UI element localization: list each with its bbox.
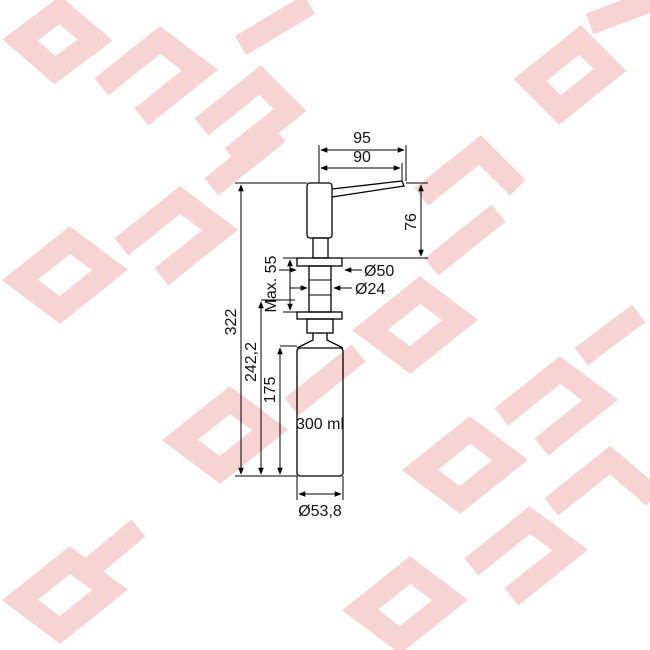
label-spout-height: 76 [403, 213, 420, 231]
label-bottle-diameter: Ø53,8 [298, 503, 342, 520]
nut [306, 318, 334, 334]
pump-neck [312, 237, 329, 259]
upper-flange [296, 257, 343, 267]
label-capacity: 300 ml [296, 416, 344, 433]
label-max-mount: Max. 55 [263, 255, 280, 312]
lower-flange [296, 311, 343, 320]
label-flange-diameter: Ø50 [364, 263, 394, 280]
label-bottle-height: 175 [262, 377, 279, 404]
label-spout-reach-inner: 90 [353, 149, 371, 166]
label-total-height: 322 [223, 309, 240, 336]
label-shank-diameter: Ø24 [355, 281, 385, 298]
bottle-shoulder-left [296, 333, 314, 349]
label-height-lower-flange: 242,2 [243, 342, 260, 382]
threaded-shank [308, 265, 332, 313]
label-spout-reach-outer: 95 [353, 130, 371, 147]
spout [331, 180, 405, 198]
bottle-shoulder-right [326, 333, 344, 349]
pump-head [306, 182, 333, 239]
bottle [296, 347, 344, 477]
dimension-lines [235, 145, 428, 500]
